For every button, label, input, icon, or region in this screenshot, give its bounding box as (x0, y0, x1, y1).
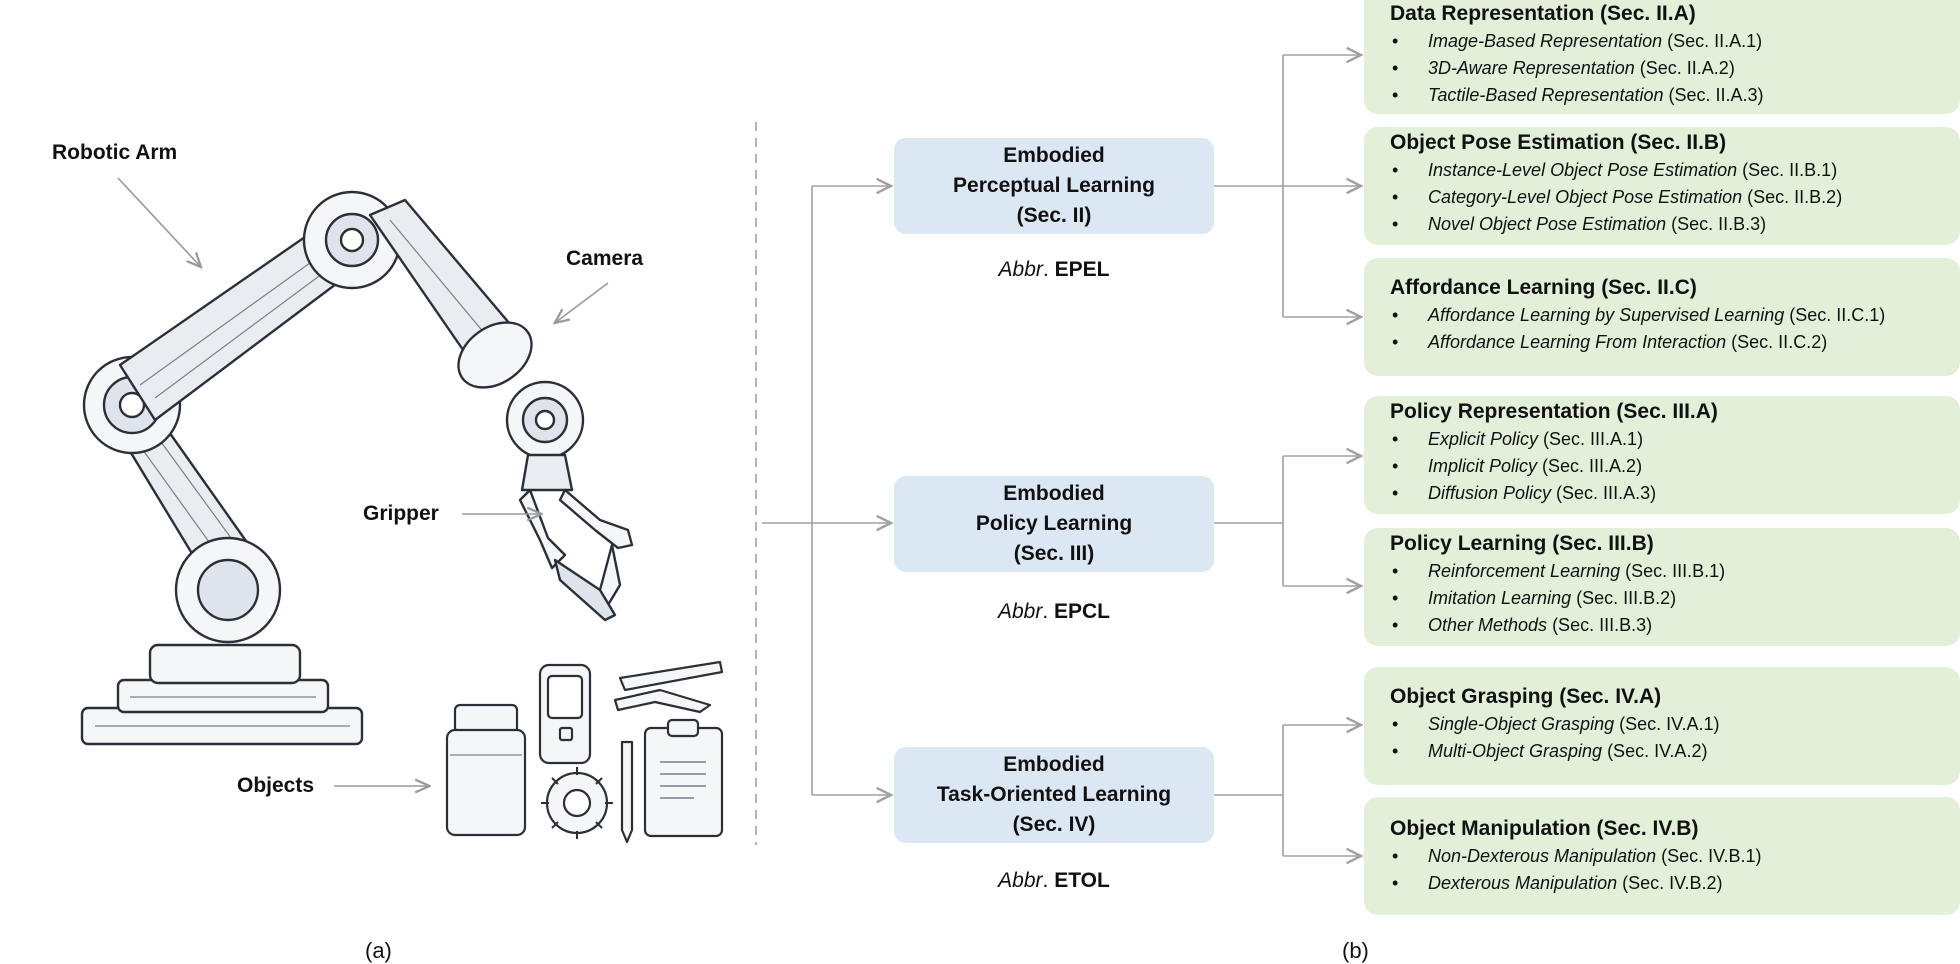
category-box-etol: Embodied Task-Oriented Learning (Sec. IV… (894, 747, 1214, 843)
subsection-object-grasping: Object Grasping (Sec. IV.A) Single-Objec… (1364, 667, 1960, 785)
category-box-epcl: Embodied Policy Learning (Sec. III) (894, 476, 1214, 572)
objects-label: Objects (237, 774, 315, 797)
list-item: Other Methods (Sec. III.B.3) (1390, 612, 1946, 639)
subsection-title: Object Pose Estimation (Sec. II.B) (1390, 131, 1727, 154)
subsection-affordance-learning: Affordance Learning (Sec. II.C) Affordan… (1364, 258, 1960, 376)
list-item: Affordance Learning From Interaction (Se… (1390, 329, 1946, 356)
subsection-title: Data Representation (Sec. II.A) (1390, 2, 1696, 25)
abbr-prefix: Abbr (997, 600, 1043, 623)
list-item: Multi-Object Grasping (Sec. IV.A.2) (1390, 738, 1946, 765)
camera-label: Camera (566, 247, 644, 270)
robot-illustration (80, 177, 724, 844)
robotic-arm-label: Robotic Arm (52, 141, 178, 164)
list-item: Category-Level Object Pose Estimation (S… (1390, 184, 1946, 211)
subsection-title: Policy Learning (Sec. III.B) (1390, 532, 1654, 555)
subsection-object-pose-estimation: Object Pose Estimation (Sec. II.B) Insta… (1364, 127, 1960, 245)
abbr-value: EPEL (1054, 258, 1110, 281)
subsection-policy-representation: Policy Representation (Sec. III.A) Expli… (1364, 396, 1960, 514)
abbr-prefix: Abbr (998, 869, 1043, 892)
abbr-epel: Abbr. EPEL (998, 258, 1110, 281)
category-line1: Embodied (1003, 144, 1105, 167)
list-item: Single-Object Grasping (Sec. IV.A.1) (1390, 711, 1946, 738)
abbr-value: EPCL (1054, 600, 1111, 623)
category-line3: (Sec. II) (1016, 204, 1092, 227)
category-line2: Task-Oriented Learning (936, 783, 1172, 806)
category-line2: Perceptual Learning (953, 174, 1155, 197)
subsection-data-representation: Data Representation (Sec. II.A) Image-Ba… (1364, 0, 1960, 114)
caption-a: (a) (365, 938, 392, 963)
label-arrows (117, 177, 609, 786)
category-line1: Embodied (1003, 482, 1105, 505)
subsection-object-manipulation: Object Manipulation (Sec. IV.B) Non-Dext… (1364, 797, 1960, 915)
abbr-etol: Abbr. ETOL (998, 869, 1110, 892)
abbr-value: ETOL (1054, 869, 1110, 892)
subsection-title: Object Manipulation (Sec. IV.B) (1390, 817, 1699, 840)
list-item: Novel Object Pose Estimation (Sec. II.B.… (1390, 211, 1946, 238)
abbr-epcl: Abbr. EPCL (997, 600, 1111, 623)
subsection-title: Object Grasping (Sec. IV.A) (1390, 685, 1662, 708)
subsection-title: Policy Representation (Sec. III.A) (1390, 400, 1718, 423)
category-box-epel: Embodied Perceptual Learning (Sec. II) (894, 138, 1214, 234)
list-item: 3D-Aware Representation (Sec. II.A.2) (1390, 55, 1946, 82)
list-item: Instance-Level Object Pose Estimation (S… (1390, 157, 1946, 184)
list-item: Tactile-Based Representation (Sec. II.A.… (1390, 82, 1946, 109)
list-item: Affordance Learning by Supervised Learni… (1390, 302, 1946, 329)
category-line2: Policy Learning (975, 512, 1133, 535)
caption-b: (b) (1342, 938, 1369, 963)
list-item: Explicit Policy (Sec. III.A.1) (1390, 426, 1946, 453)
subsection-policy-learning: Policy Learning (Sec. III.B) Reinforceme… (1364, 528, 1960, 646)
list-item: Image-Based Representation (Sec. II.A.1) (1390, 28, 1946, 55)
category-line3: (Sec. III) (1013, 542, 1095, 565)
gripper-label: Gripper (363, 502, 439, 525)
list-item: Reinforcement Learning (Sec. III.B.1) (1390, 558, 1946, 585)
robotic-arm-drawing (80, 190, 634, 746)
category-line1: Embodied (1003, 753, 1105, 776)
objects-drawing (445, 660, 724, 844)
list-item: Implicit Policy (Sec. III.A.2) (1390, 453, 1946, 480)
list-item: Dexterous Manipulation (Sec. IV.B.2) (1390, 870, 1946, 897)
abbr-prefix: Abbr (998, 258, 1043, 281)
category-line3: (Sec. IV) (1012, 813, 1096, 836)
subsection-title: Affordance Learning (Sec. II.C) (1390, 276, 1697, 299)
list-item: Imitation Learning (Sec. III.B.2) (1390, 585, 1946, 612)
list-item: Diffusion Policy (Sec. III.A.3) (1390, 480, 1946, 507)
list-item: Non-Dexterous Manipulation (Sec. IV.B.1) (1390, 843, 1946, 870)
